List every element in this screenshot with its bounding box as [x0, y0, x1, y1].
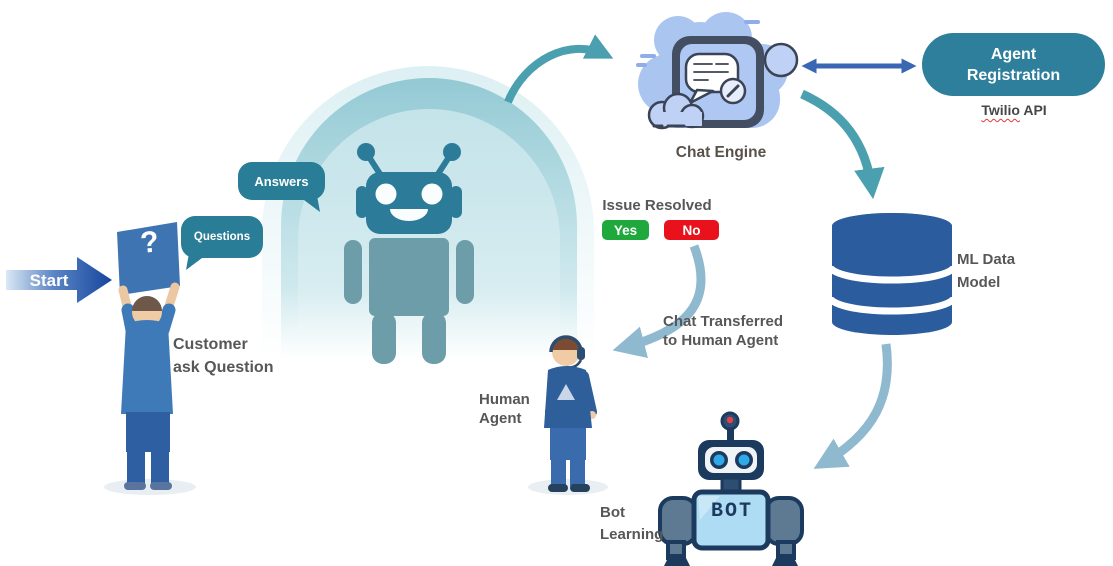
arrow-robot-to-chat-engine [504, 34, 614, 104]
bot-learning-line2: Learning [600, 526, 664, 543]
api-word: API [1023, 102, 1047, 118]
start-arrow [6, 257, 112, 303]
chat-icon [672, 36, 764, 128]
chatbot-robot-illustration [344, 143, 474, 364]
chat-transferred-label: Chat Transferred to Human Agent [663, 312, 783, 350]
ml-data-model-line1: ML Data [957, 251, 1016, 268]
agent-registration-line2: Registration [966, 66, 1061, 84]
human-agent-illustration [528, 335, 608, 495]
bot-learning-label: Bot Learning [600, 502, 663, 546]
chat-transferred-line1: Chat Transferred [663, 313, 784, 330]
customer-label-line1: Customer [173, 336, 248, 353]
agent-registration-line1: Agent [990, 45, 1037, 63]
arrow-chat-engine-to-db [800, 89, 885, 200]
customer-label: Customer ask Question [173, 333, 273, 379]
question-mark: ? [138, 225, 161, 260]
start-label: Start [29, 271, 69, 290]
customer-illustration [104, 222, 196, 495]
twilio-word: Twilio [981, 102, 1020, 118]
arrow-no-to-human-agent [612, 244, 706, 359]
twilio-api-label: Twilio API [958, 102, 1070, 118]
arrow-db-to-bot [813, 343, 892, 469]
chat-engine-cloud [636, 12, 799, 130]
question-sign [117, 222, 180, 295]
human-agent-label: Human Agent [479, 390, 530, 428]
chat-transferred-line2: to Human Agent [663, 332, 779, 349]
database-cylinder [826, 213, 958, 335]
yes-button: Yes [602, 220, 649, 240]
no-button: No [664, 220, 719, 240]
bot-learning-line1: Bot [600, 504, 625, 521]
bot-chest-text: BOT [710, 500, 753, 523]
questions-bubble: Questions [181, 216, 263, 258]
ml-data-model-label: ML Data Model [957, 248, 1015, 294]
human-agent-line2: Agent [479, 410, 522, 427]
answers-bubble-label: Answers [254, 173, 309, 189]
questions-bubble-label: Questions [193, 231, 251, 243]
human-agent-line1: Human [479, 391, 530, 408]
answers-bubble: Answers [238, 162, 325, 200]
small-cloud-bump [647, 92, 705, 130]
customer-label-line2: ask Question [173, 359, 274, 376]
chat-engine-label: Chat Engine [675, 144, 767, 161]
bot-learning-robot-illustration [658, 411, 804, 566]
issue-resolved-label: Issue Resolved [602, 197, 712, 214]
agent-registration-node: Agent Registration [922, 33, 1105, 96]
ml-data-model-line2: Model [957, 274, 1001, 291]
